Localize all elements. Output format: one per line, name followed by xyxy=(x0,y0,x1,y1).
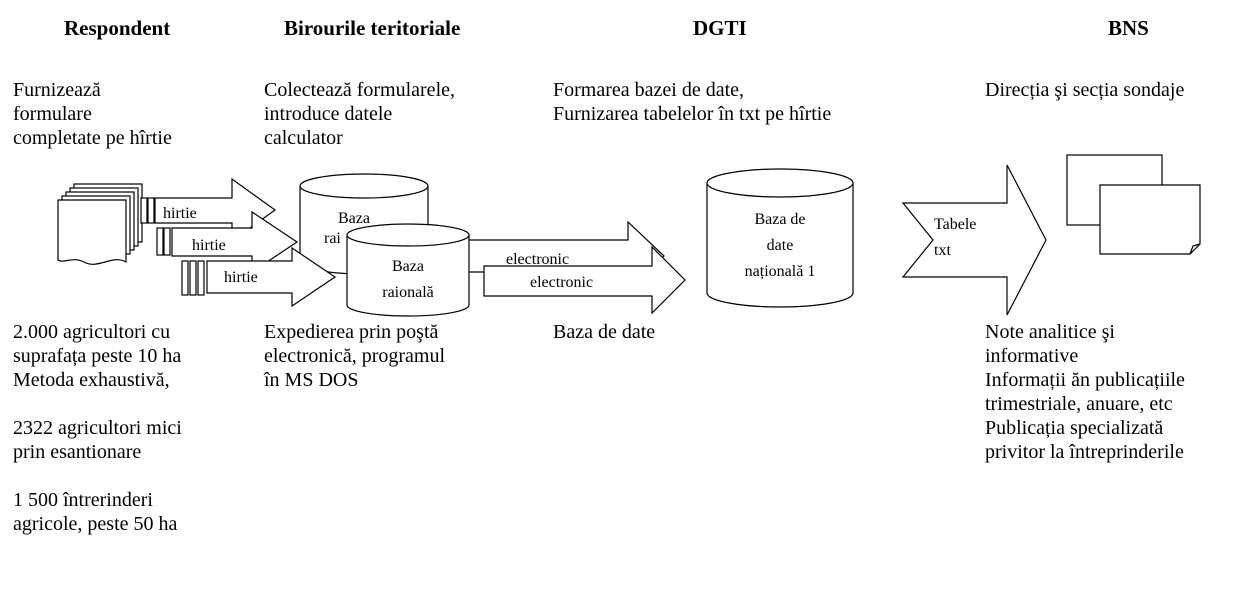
arrow-tabele-txt xyxy=(901,164,1047,316)
dgti-bottom-description: Baza de date xyxy=(553,321,656,343)
database-national-label-2: date xyxy=(767,237,794,254)
paper-forms-stack-icon xyxy=(57,183,143,265)
database-national-label-1: Baza de xyxy=(754,211,805,228)
arrow-hirtie-1-label: hirtie xyxy=(163,205,197,222)
respondent-group-3: 1 500 întrerinderi agricole, peste 50 ha xyxy=(13,489,178,535)
arrow-hirtie-3-label: hirtie xyxy=(224,269,258,286)
database-raionala-front xyxy=(346,223,470,317)
arrow-hirtie-3 xyxy=(181,246,337,308)
database-back-label-2: rai xyxy=(324,230,341,247)
arrow-electronic-2-label: electronic xyxy=(530,274,593,291)
arrow-hirtie-1 xyxy=(140,177,277,243)
bns-bottom-description: Note analitice şi informative Informații… xyxy=(985,321,1185,463)
arrow-hirtie-2-label: hirtie xyxy=(192,237,226,254)
database-front-label-1: Baza xyxy=(392,258,424,275)
arrow-tabele-label-1: Tabele xyxy=(934,216,976,233)
birouri-bottom-description: Expedierea prin poştă electronică, progr… xyxy=(264,321,446,391)
header-respondent: Respondent xyxy=(64,16,171,40)
header-dgti: DGTI xyxy=(693,16,747,40)
respondent-group-1: 2.000 agricultori cu suprafața peste 10 … xyxy=(13,321,182,391)
database-national-label-3: națională 1 xyxy=(745,263,816,280)
header-birourile-teritoriale: Birourile teritoriale xyxy=(284,16,461,40)
respondent-group-2: 2322 agricultori mici prin esantionare xyxy=(13,417,182,463)
output-documents-icon xyxy=(1066,154,1201,255)
bns-description: Direcția şi secția sondaje xyxy=(985,79,1185,101)
database-nationala xyxy=(706,168,854,308)
arrow-hirtie-2 xyxy=(156,210,299,274)
arrow-electronic-1-label: electronic xyxy=(506,251,569,268)
arrow-electronic-2 xyxy=(483,245,686,315)
dgti-description: Formarea bazei de date, Furnizarea tabel… xyxy=(553,79,832,125)
respondent-description: Furnizează formulare completate pe hîrti… xyxy=(13,79,172,149)
header-bns: BNS xyxy=(1108,16,1149,40)
database-back-label-1: Baza xyxy=(338,210,370,227)
database-front-label-2: raională xyxy=(382,284,434,301)
arrow-tabele-label-2: txt xyxy=(934,242,951,259)
birouri-description: Colectează formularele, introduce datele… xyxy=(264,79,455,149)
